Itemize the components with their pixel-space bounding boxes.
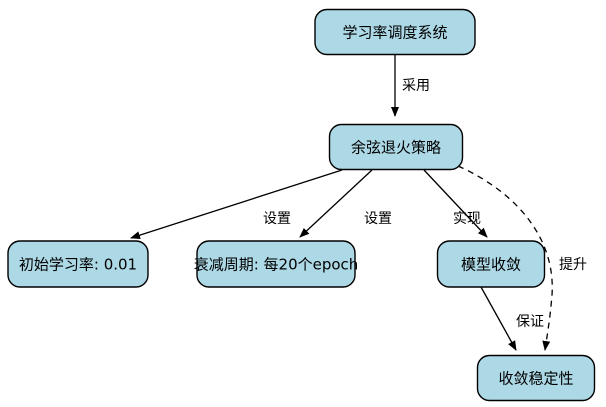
edge-label-improve: 提升 bbox=[559, 257, 587, 273]
node-label-cosine-annealing: 余弦退火策略 bbox=[351, 139, 441, 157]
edge-label-realize: 实现 bbox=[453, 211, 481, 227]
node-label-convergence-stability: 收敛稳定性 bbox=[498, 370, 573, 388]
node-system[interactable]: 学习率调度系统 bbox=[314, 8, 476, 56]
edge-line-cosine-decay-cycle bbox=[299, 169, 373, 238]
node-label-initial-lr: 初始学习率: 0.01 bbox=[19, 256, 137, 274]
edge-label-guarantee: 保证 bbox=[516, 314, 544, 330]
node-label-model-convergence: 模型收敛 bbox=[461, 256, 521, 274]
edge-label-adopt: 采用 bbox=[402, 78, 430, 94]
edge-cosine-decay_cycle: 设置 bbox=[299, 169, 392, 238]
node-convergence-stability[interactable]: 收敛稳定性 bbox=[476, 354, 596, 402]
node-decay-cycle[interactable]: 衰减周期: 每20个epoch bbox=[194, 240, 359, 288]
edge-line-cosine-initial-lr bbox=[130, 169, 343, 240]
node-shape-model-convergence[interactable] bbox=[436, 240, 546, 288]
node-shape-initial-lr[interactable] bbox=[7, 240, 149, 288]
node-label-system: 学习率调度系统 bbox=[342, 24, 447, 42]
node-label-decay-cycle: 衰减周期: 每20个epoch bbox=[194, 256, 359, 274]
edges-layer: 采用 设置 设置 实现 保证 提升 bbox=[130, 55, 587, 351]
node-shape-convergence-stability[interactable] bbox=[476, 354, 596, 402]
edge-line-cosine-convergence bbox=[423, 169, 488, 238]
edge-line-convergence-stability bbox=[480, 286, 517, 351]
node-initial-lr[interactable]: 初始学习率: 0.01 bbox=[7, 240, 149, 288]
node-shape-decay-cycle[interactable] bbox=[196, 240, 356, 288]
edge-line-cosine-stability bbox=[457, 165, 553, 351]
edge-cosine-initial_lr: 设置 bbox=[130, 169, 343, 240]
node-shape-cosine-annealing[interactable] bbox=[328, 123, 464, 171]
edge-system-cosine: 采用 bbox=[391, 55, 430, 117]
nodes-layer: 学习率调度系统 余弦退火策略 初始学习率: 0.01 衰减周期: 每20个epo… bbox=[7, 8, 596, 402]
node-cosine-annealing[interactable]: 余弦退火策略 bbox=[328, 123, 464, 171]
edge-label-set-initial-lr: 设置 bbox=[263, 211, 291, 227]
node-model-convergence[interactable]: 模型收敛 bbox=[436, 240, 546, 288]
edge-label-set-decay-cycle: 设置 bbox=[364, 211, 392, 227]
edge-cosine-stability: 提升 bbox=[457, 165, 587, 351]
edge-cosine-convergence: 实现 bbox=[423, 169, 488, 238]
node-shape-system[interactable] bbox=[314, 8, 476, 56]
edge-convergence-stability: 保证 bbox=[480, 286, 544, 351]
